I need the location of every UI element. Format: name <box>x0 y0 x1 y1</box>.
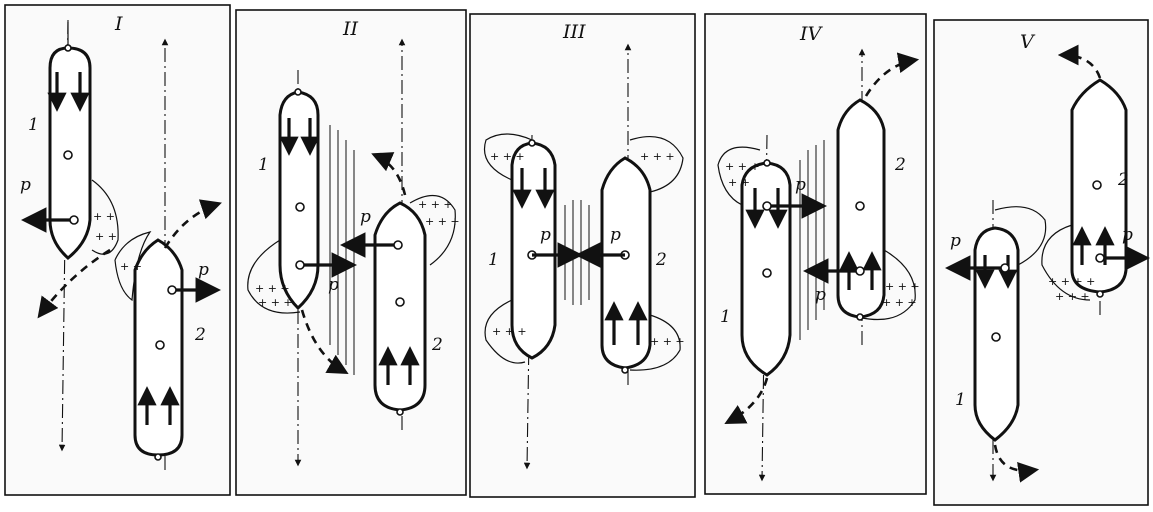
panel-II-ship-1-hull <box>278 90 320 311</box>
panel-III-pressure-plus-ship1-stern: + + + <box>492 325 527 338</box>
panel-I-ship-1-force-label: p <box>20 175 31 195</box>
panel-IV-ship-2-label: 2 <box>894 155 906 175</box>
panel-III-ship-2-hull <box>600 156 652 370</box>
panel-I-ship-2-stern-point <box>154 453 162 461</box>
panel-IV-ship-1-label: 1 <box>720 307 731 327</box>
panel-II-ship-2-center <box>395 297 405 307</box>
panel-II-numeral: II <box>342 18 359 40</box>
panel-I-ship-1-label: 1 <box>28 115 39 135</box>
panel-I-pressure-zone <box>91 179 119 255</box>
panel-II-pressure-zone-ship2 <box>409 194 456 266</box>
panel-V-ship-1-label: 1 <box>955 390 966 410</box>
panel-II-ship-1-force-label: p <box>328 275 339 295</box>
panel-III: III 1 p 2 p + + + + + + + + + + + + <box>469 13 696 498</box>
panel-I-numeral: I <box>114 13 123 35</box>
panel-IV-ship-1-center <box>762 268 772 278</box>
panel-I-ship-2-force-point <box>167 285 177 295</box>
panel-I-pressure-plus-2: + + <box>95 230 117 243</box>
panel-V-turn-path-ship1 <box>993 444 1040 483</box>
panel-III-pressure-zone-ship1-bow <box>484 133 533 181</box>
panel-V-ship-2-force-label: p <box>1122 225 1133 245</box>
panel-I-turn-path-ship2 <box>163 199 222 249</box>
panel-IV-pressure-plus-ship2: + + + <box>885 280 920 293</box>
panel-III-ship-2-label: 2 <box>655 250 667 270</box>
panel-IV-wake-lines <box>799 140 825 340</box>
panel-II-turn-path-ship2 <box>371 152 407 196</box>
panel-II-ship-2-force-label: p <box>360 207 371 227</box>
panel-II-turn-path-ship1 <box>300 309 349 375</box>
panel-III-pressure-zone-ship2-bow <box>629 136 684 193</box>
panel-II-ship-2-label: 2 <box>431 335 443 355</box>
panel-IV-pressure-zone-ship2 <box>861 249 916 321</box>
panel-III-wake-lines <box>564 200 590 305</box>
panel-IV-pressure-zone-ship1 <box>717 146 761 206</box>
panel-IV-turn-path-ship1 <box>724 377 769 424</box>
panel-II-wake-lines <box>329 125 355 375</box>
panel-I-ship-1-bow-point <box>64 44 72 52</box>
panel-V-pressure-plus-ship2: + + + + <box>1048 275 1095 288</box>
panel-IV-ship-2-force-point <box>855 266 865 276</box>
panel-V-ship-2-label: 2 <box>1117 170 1129 190</box>
panel-V-ship-2-force-point <box>1095 253 1105 263</box>
panel-V-pressure-plus-ship2-2: + + + <box>1055 290 1090 303</box>
panel-IV-ship-1-bow-point <box>763 159 771 167</box>
panel-V-numeral: V <box>1020 31 1036 53</box>
panel-II-pressure-plus-ship1: + + + <box>255 282 290 295</box>
panel-II-ship-2-stern-point <box>396 408 404 416</box>
panel-IV-numeral: IV <box>799 23 824 45</box>
panel-II-ship-1-label: 1 <box>258 155 269 175</box>
panel-III-pressure-plus-ship1-bow: + + + <box>490 150 525 163</box>
panel-III-ship-1-bow-point <box>528 139 536 147</box>
panel-IV-ship-2-stern-point <box>856 313 864 321</box>
panel-I-pressure-plus-3: + + <box>120 260 142 273</box>
panel-III-pressure-zone-ship1-stern <box>484 299 526 364</box>
panel-V-pressure-zone-ship2 <box>1041 224 1091 301</box>
panel-IV-ship-1-force-point <box>762 201 772 211</box>
panel-II-ship-1-center <box>295 202 305 212</box>
panel-II-ship-1-bow-point <box>294 88 302 96</box>
panel-II-ship-2-force-point <box>393 240 403 250</box>
panel-V-ship-2-center <box>1092 180 1102 190</box>
panel-V-turn-path-ship2 <box>1057 44 1102 79</box>
panel-V: V 1 p 2 p + + + + + + + <box>933 19 1151 506</box>
panel-I-ship-1-force-point <box>69 215 79 225</box>
panel-III-numeral: III <box>562 21 586 43</box>
panel-II-pressure-plus-ship2: + + + <box>418 198 453 211</box>
panel-II-frame <box>235 9 467 496</box>
panel-I-turn-path-ship1 <box>37 248 111 319</box>
panel-IV-ship-2-center <box>855 201 865 211</box>
panel-III-pressure-zone-ship2-stern <box>629 314 681 371</box>
panel-II-pressure-zone-ship1 <box>247 239 301 314</box>
panel-II-ship-1-force-point <box>295 260 305 270</box>
panel-I-pressure-zone-2 <box>114 231 152 302</box>
panel-III-ship-1-force-label: p <box>540 225 551 245</box>
panel-IV-pressure-plus-ship1: + + + <box>725 160 760 173</box>
panel-II-pressure-plus-ship2-2: + + + <box>425 215 460 228</box>
panel-I-ship-1-center <box>63 150 73 160</box>
panel-V-ship-1-force-label: p <box>950 231 961 251</box>
panel-III-ship-2-stern-point <box>621 366 629 374</box>
panel-IV-pressure-plus-ship1-2: + + <box>728 176 750 189</box>
panel-III-ship-1-label: 1 <box>488 250 499 270</box>
panel-II-pressure-plus-ship1-2: + + + <box>258 296 293 309</box>
panel-IV-pressure-plus-ship2-2: + + + <box>882 296 917 309</box>
panel-I: I 1 p 2 p + + + + + + <box>4 4 231 496</box>
panel-V-ship-2-stern-point <box>1096 290 1104 298</box>
panel-I-frame <box>4 4 231 496</box>
panel-V-ship-1-force-point <box>1000 263 1010 273</box>
panel-III-pressure-plus-ship2-bow: + + + <box>640 150 675 163</box>
panel-I-ship-2-force-label: p <box>198 260 209 280</box>
panel-I-ship-2-label: 2 <box>194 325 206 345</box>
panel-III-pressure-plus-ship2-stern: + + + <box>650 335 685 348</box>
panel-IV-turn-path-ship2 <box>864 52 920 97</box>
panel-V-pressure-zone-ship1 <box>994 206 1047 266</box>
panel-III-ship-2-force-label: p <box>610 225 621 245</box>
panel-I-ship-2-center <box>155 340 165 350</box>
panel-IV-ship-2-force-label: p <box>815 285 826 305</box>
panel-I-pressure-plus: + + <box>93 210 115 223</box>
panel-IV: IV 1 p 2 p + + + + + + + + + + + <box>704 13 927 495</box>
panel-II: II 1 p 2 p + + + + + + + + + + + + <box>235 9 467 496</box>
panel-V-ship-1-center <box>991 332 1001 342</box>
